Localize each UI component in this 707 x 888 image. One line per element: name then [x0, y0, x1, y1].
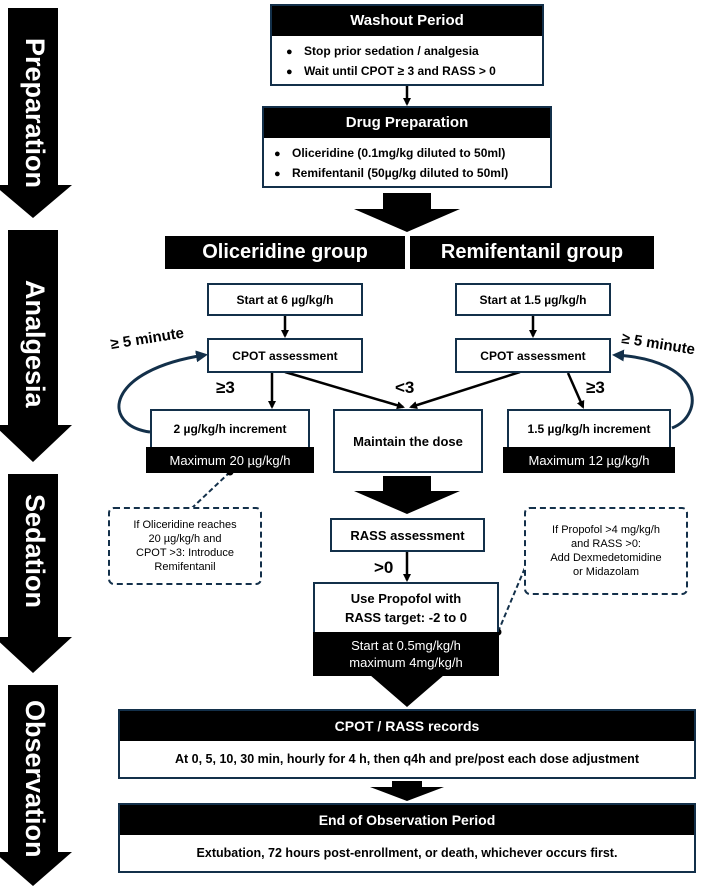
drug-prep-item: Oliceridine (0.1mg/kg diluted to 50ml)	[274, 146, 505, 160]
right-cpot-box: CPOT assessment	[455, 338, 611, 373]
observation-detail: At 0, 5, 10, 30 min, hourly for 4 h, the…	[175, 752, 639, 766]
phase-label-sedation: Sedation	[20, 494, 50, 609]
phase-arrow-analgesia	[0, 230, 72, 462]
note-line: If Oliceridine reaches	[133, 519, 237, 531]
washout-item: Wait until CPOT ≥ 3 and RASS > 0	[286, 64, 496, 78]
note-line: CPOT >3: Introduce	[136, 547, 234, 559]
phase-arrow-observation	[0, 685, 72, 886]
propofol-box: Use Propofol with RASS target: -2 to 0	[313, 582, 499, 632]
note-line: 20 µg/kg/h and	[148, 533, 222, 545]
propofol-line: Use Propofol with	[350, 591, 462, 606]
drug-prep-box: Drug Preparation Oliceridine (0.1mg/kg d…	[262, 106, 552, 188]
end-detail: Extubation, 72 hours post-enrollment, or…	[196, 846, 618, 860]
propofol-line: RASS target: -2 to 0	[344, 610, 468, 625]
note-propofol: If Propofol >4 mg/kg/h and RASS >0: Add …	[524, 507, 688, 595]
end-title: End of Observation Period	[120, 805, 694, 835]
left-cpot-box: CPOT assessment	[207, 338, 363, 373]
right-increment-box: 1.5 µg/kg/h increment	[507, 409, 671, 447]
phase-label-analgesia: Analgesia	[20, 280, 50, 408]
group-header-oliceridine: Oliceridine group	[165, 236, 405, 269]
note-line: If Propofol >4 mg/kg/h	[552, 524, 660, 536]
maintain-dose-box: Maintain the dose	[333, 409, 483, 473]
right-threshold-label: ≥3	[586, 378, 605, 397]
group-header-remifentanil: Remifentanil group	[410, 236, 654, 269]
observation-title: CPOT / RASS records	[120, 711, 694, 741]
big-arrow-2	[354, 476, 460, 514]
propofol-dose-line: Start at 0.5mg/kg/h	[351, 638, 461, 653]
right-maximum-box: Maximum 12 µg/kg/h	[503, 447, 675, 473]
note-line: and RASS >0:	[570, 538, 641, 550]
left-maximum-box: Maximum 20 µg/kg/h	[146, 447, 314, 473]
note-line: or Midazolam	[572, 566, 639, 578]
washout-box: Washout Period Stop prior sedation / ana…	[270, 4, 544, 86]
left-threshold-label: ≥3	[216, 378, 235, 397]
rass-assessment-box: RASS assessment	[330, 518, 485, 552]
big-arrow-4	[370, 781, 444, 801]
left-increment-box: 2 µg/kg/h increment	[150, 409, 310, 447]
washout-item: Stop prior sedation / analgesia	[286, 44, 479, 58]
drug-prep-title: Drug Preparation	[264, 108, 550, 138]
phase-arrow-preparation	[0, 8, 72, 218]
note-line: Remifentanil	[154, 561, 216, 573]
note-line: Add Dexmedetomidine	[550, 552, 662, 564]
drug-prep-item: Remifentanil (50µg/kg diluted to 50ml)	[274, 166, 508, 180]
propofol-dose-box: Start at 0.5mg/kg/h maximum 4mg/kg/h	[313, 632, 499, 676]
maintain-threshold-label: <3	[395, 378, 415, 397]
big-arrow-1	[354, 193, 460, 232]
left-start-box: Start at 6 µg/kg/h	[207, 283, 363, 316]
note-oliceridine: If Oliceridine reaches 20 µg/kg/h and CP…	[108, 507, 262, 585]
washout-title: Washout Period	[272, 6, 542, 36]
big-arrow-3	[370, 659, 444, 707]
rass-threshold-label: >0	[374, 558, 394, 577]
phase-label-preparation: Preparation	[20, 38, 50, 189]
phase-arrow-sedation	[0, 474, 72, 673]
right-start-box: Start at 1.5 µg/kg/h	[455, 283, 611, 316]
end-box: End of Observation Period Extubation, 72…	[118, 803, 696, 873]
phase-label-observation: Observation	[20, 700, 50, 858]
propofol-dose-line: maximum 4mg/kg/h	[349, 655, 463, 670]
observation-box: CPOT / RASS records At 0, 5, 10, 30 min,…	[118, 709, 696, 779]
